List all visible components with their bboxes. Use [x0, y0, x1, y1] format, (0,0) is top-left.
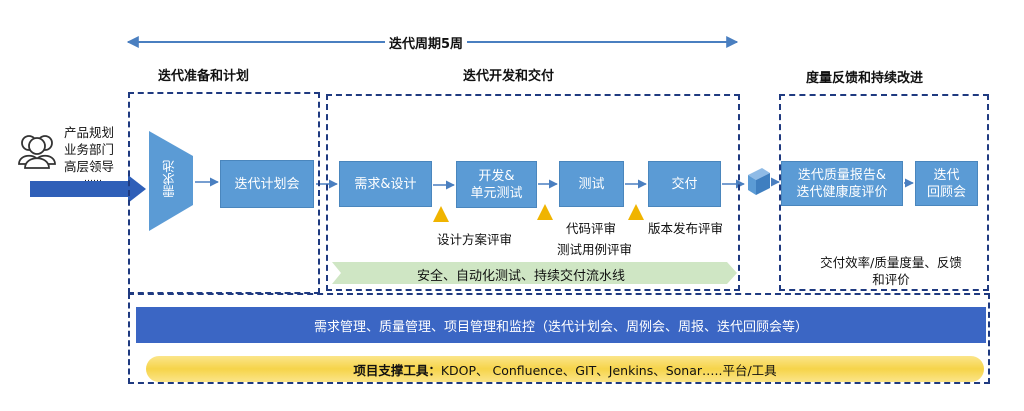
- triangle-marker-icon: [433, 206, 449, 222]
- iteration-planning-label: 迭代计划会: [234, 176, 300, 192]
- tools-label: 项目支撑工具：: [353, 363, 441, 378]
- requirement-pool-label: 需求池: [162, 160, 177, 198]
- section-title-feedback: 度量反馈和持续改进: [806, 71, 924, 86]
- deliver-label: 交付: [671, 176, 698, 192]
- iteration-planning-box: 迭代计划会: [220, 160, 314, 208]
- requirement-design-label: 需求&设计: [354, 176, 417, 192]
- dev-container: [326, 94, 740, 291]
- release-review-label: 版本发布评审: [648, 221, 724, 236]
- people-icon: [18, 135, 56, 169]
- testcase-review-label: 测试用例评审: [557, 242, 633, 257]
- pipeline-label: 安全、自动化测试、持续交付流水线: [417, 269, 626, 284]
- pipeline-band: [332, 262, 737, 284]
- management-bar: 需求管理、质量管理、项目管理和监控（迭代计划会、周例会、周报、迭代回顾会等）: [136, 307, 986, 343]
- stakeholder-item: ……: [84, 174, 102, 184]
- stakeholder-item: 产品规划: [64, 125, 115, 140]
- tools-band: [146, 356, 984, 382]
- stakeholder-item: 业务部门: [64, 142, 115, 157]
- tools-items: KDOP、 Confluence、GIT、Jenkins、Sonar…..平台/…: [440, 363, 777, 378]
- triangle-marker-icon: [537, 204, 553, 220]
- management-bar-label: 需求管理、质量管理、项目管理和监控（迭代计划会、周例会、周报、迭代回顾会等）: [313, 319, 808, 335]
- stakeholder-list: 产品规划 业务部门 高层领导 ……: [64, 124, 115, 184]
- design-review-label: 设计方案评审: [437, 232, 513, 247]
- dev-unit-test-label: 开发& 单元测试: [470, 168, 523, 201]
- section-title-prep: 迭代准备和计划: [158, 69, 250, 84]
- quality-report-label: 迭代质量报告& 迭代健康度评价: [796, 167, 888, 200]
- test-label: 测试: [578, 176, 605, 192]
- deliver-box: 交付: [648, 161, 721, 207]
- section-title-dev: 迭代开发和交付: [463, 69, 555, 84]
- triangle-marker-icon: [628, 204, 644, 220]
- requirement-design-box: 需求&设计: [339, 161, 432, 207]
- metrics-note: 交付效率/质量度量、反馈 和评价: [820, 255, 962, 287]
- stakeholder-item: 高层领导: [64, 159, 115, 174]
- dev-unit-test-box: 开发& 单元测试: [456, 161, 537, 208]
- requirement-pool-shape: [149, 131, 193, 231]
- retrospective-label: 迭代 回顾会: [926, 167, 966, 200]
- cycle-label: 迭代周期5周: [385, 33, 468, 52]
- container-cube-icon: [748, 168, 770, 195]
- feedback-container: [779, 94, 989, 291]
- input-arrow-icon: [30, 175, 146, 203]
- code-review-label: 代码评审: [566, 221, 617, 236]
- quality-report-box: 迭代质量报告& 迭代健康度评价: [781, 161, 903, 206]
- tools-line: 项目支撑工具：KDOP、 Confluence、GIT、Jenkins、Sona…: [146, 360, 984, 379]
- management-container: [128, 293, 990, 384]
- test-box: 测试: [559, 161, 624, 207]
- retrospective-box: 迭代 回顾会: [915, 161, 978, 206]
